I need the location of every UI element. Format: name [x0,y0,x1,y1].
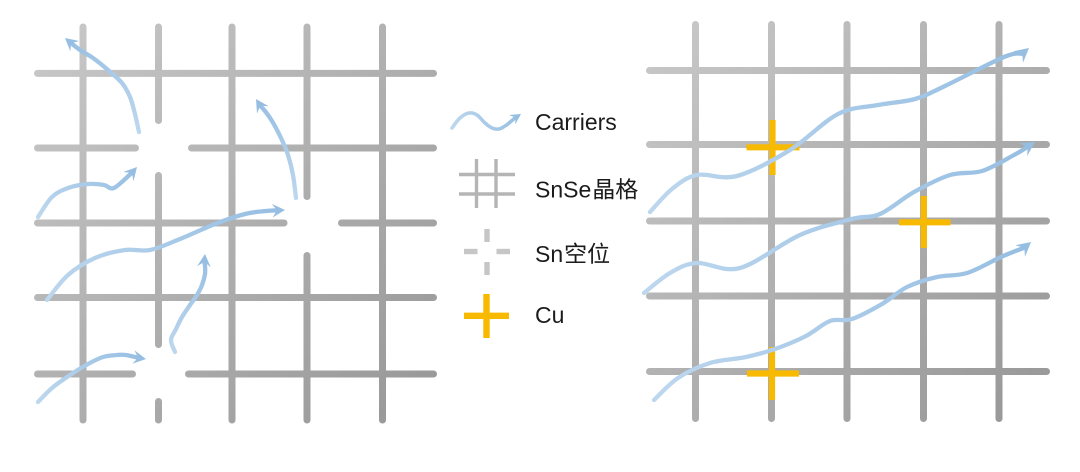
svg-text:Carriers: Carriers [535,109,617,135]
svg-text:Cu: Cu [535,302,564,328]
svg-text:Sn: Sn [535,241,563,267]
svg-text:SnSe: SnSe [535,177,591,203]
